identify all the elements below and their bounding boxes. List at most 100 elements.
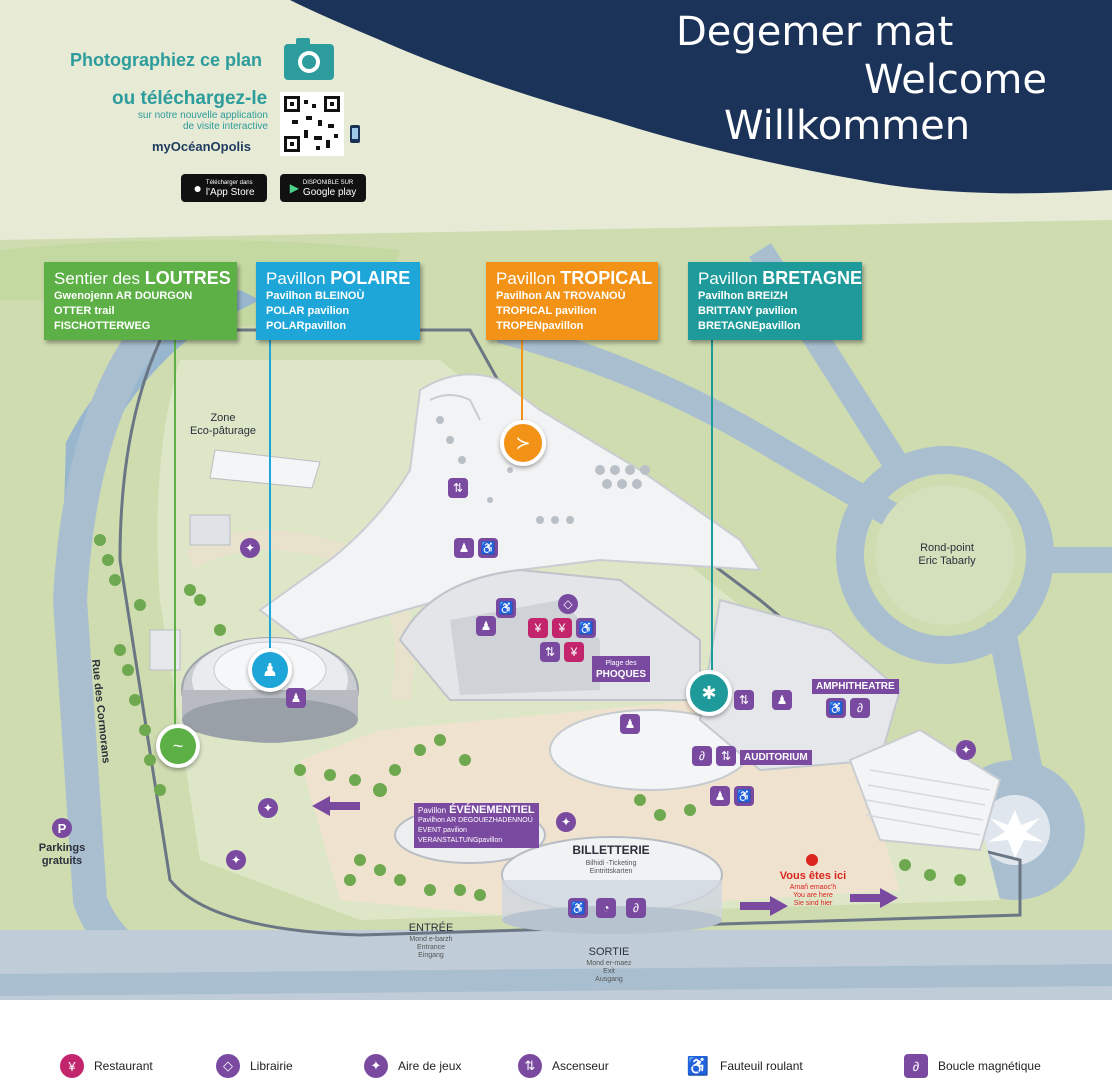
vous-etes-ici-sub: Amañ emaoc'h You are here Sie sind hier: [770, 884, 856, 908]
download-subtitle-line1: sur notre nouvelle application: [137, 110, 268, 121]
legend-label: Restaurant: [94, 1059, 153, 1073]
shark-icon[interactable]: ≻: [500, 420, 546, 466]
panel-title: Pavillon TROPICAL: [496, 268, 653, 288]
zone-label-line2: Eco-pâturage: [189, 425, 257, 437]
toilets-icon[interactable]: ♟: [710, 786, 730, 806]
toilets-icon[interactable]: ♟: [286, 688, 306, 708]
playground-icon[interactable]: ✦: [556, 812, 576, 832]
panel-line-german: TROPENpavillon: [496, 320, 584, 332]
toilets-icon[interactable]: ♟: [454, 538, 474, 558]
entree-sub: Mond e-barzh Entrance Eingang: [396, 936, 466, 960]
amphitheatre-tag[interactable]: AMPHITHEATRE: [812, 679, 899, 694]
toilets-icon[interactable]: ♟: [620, 714, 640, 734]
download-title: ou téléchargez-le: [112, 88, 268, 109]
panel-pavillon-polaire[interactable]: Pavillon POLAIRE Pavilhon BLEINOÙ POLAR …: [256, 262, 420, 340]
legend-fauteuil-roulant: ♿ Fauteuil roulant: [686, 1054, 803, 1078]
rond-point-line1: Rond-point: [920, 542, 974, 554]
download-subtitle-line2: de visite interactive: [182, 121, 268, 132]
toilets-icon[interactable]: ♟: [772, 690, 792, 710]
panel-line-english: BRITTANY pavilion: [698, 305, 798, 317]
direction-arrow-right: [740, 894, 788, 918]
camera-icon: [284, 44, 336, 84]
auditorium-tag[interactable]: AUDITORIUM: [740, 750, 812, 765]
welcome-breton: Degemer mat: [676, 9, 954, 55]
panel-title: Pavillon POLAIRE: [266, 268, 411, 288]
wheelchair-icon[interactable]: ♿: [826, 698, 846, 718]
billetterie-line1: Bilhidi -Ticketing: [585, 860, 637, 867]
evenementiel-line-german: VERANSTALTUNGpavillon: [418, 837, 503, 844]
zone-eco-paturage-label: Zone Eco-pâturage: [180, 412, 266, 438]
elevator-icon: ⇅: [518, 1054, 542, 1078]
google-play-badge[interactable]: ▶ DISPONIBLE SUR Google play: [280, 174, 366, 202]
sortie-line1: Mond er-maez: [586, 960, 632, 967]
panel-line-german: FISCHOTTERWEG: [54, 320, 151, 332]
elevator-icon[interactable]: ⇅: [734, 690, 754, 710]
penguin-icon[interactable]: ♟: [248, 648, 292, 692]
panel-line-english: POLAR pavilion: [266, 305, 350, 317]
evenementiel-tag[interactable]: Pavillon ÉVÉNEMENTIEL Pavilhon AR DEGOUE…: [414, 803, 539, 848]
apple-icon: ●: [193, 180, 202, 196]
google-play-label: Google play: [302, 187, 357, 198]
wheelchair-icon[interactable]: ♿: [568, 898, 588, 918]
fork-knife-icon[interactable]: ¥: [552, 618, 572, 638]
parkings-gratuits-label: Parkings gratuits: [24, 842, 100, 868]
evenementiel-title: Pavillon ÉVÉNEMENTIEL: [418, 804, 535, 816]
crab-icon[interactable]: ✱: [686, 670, 732, 716]
fork-knife-icon[interactable]: ¥: [528, 618, 548, 638]
stroller-icon[interactable]: ◔: [596, 898, 616, 918]
elevator-icon[interactable]: ⇅: [540, 642, 560, 662]
playground-icon[interactable]: ✦: [240, 538, 260, 558]
panel-line-english: OTTER trail: [54, 305, 115, 317]
elevator-icon[interactable]: ⇅: [448, 478, 468, 498]
legend-label: Boucle magnétique: [938, 1059, 1041, 1073]
playground-icon[interactable]: ✦: [258, 798, 278, 818]
welcome-german: Willkommen: [724, 103, 971, 149]
welcome-english: Welcome: [864, 57, 1047, 103]
hearing-loop-icon[interactable]: ∂: [626, 898, 646, 918]
panel-pavillon-bretagne[interactable]: Pavillon BRETAGNE Pavilhon BREIZH BRITTA…: [688, 262, 862, 340]
evenementiel-line-english: EVENT pavilion: [418, 827, 467, 834]
evenementiel-line-breton: Pavilhon AR DEGOUEZHADENNOÙ: [418, 817, 533, 824]
panel-pavillon-tropical[interactable]: Pavillon TROPICAL Pavilhon AN TROVANOÙ T…: [486, 262, 658, 340]
playground-icon: ✦: [364, 1054, 388, 1078]
vous-line1: Amañ emaoc'h: [789, 884, 837, 891]
entree-line1: Mond e-barzh: [409, 936, 453, 943]
billetterie-label: BILLETTERIE: [572, 843, 650, 857]
fork-knife-icon[interactable]: ¥: [564, 642, 584, 662]
plage-des-phoques-tag[interactable]: Plage des PHOQUES: [592, 656, 651, 682]
photo-plan-title: Photographiez ce plan: [70, 50, 263, 70]
zone-label-line1: Zone: [210, 412, 236, 424]
hearing-loop-icon[interactable]: ∂: [692, 746, 712, 766]
download-subtitle: sur notre nouvelle application de visite…: [100, 110, 268, 132]
playground-icon[interactable]: ✦: [226, 850, 246, 870]
legend-restaurant: ¥ Restaurant: [60, 1054, 153, 1078]
elevator-icon[interactable]: ⇅: [716, 746, 736, 766]
book-icon[interactable]: ◇: [558, 594, 578, 614]
qr-code[interactable]: [280, 92, 344, 156]
app-store-label: l'App Store: [205, 187, 255, 198]
toilets-icon[interactable]: ♟: [476, 616, 496, 636]
wheelchair-icon[interactable]: ♿: [576, 618, 596, 638]
direction-arrow-right: [850, 886, 898, 910]
entree-label: ENTRÉE: [408, 922, 454, 934]
sortie-label: SORTIE: [588, 946, 630, 958]
wheelchair-icon[interactable]: ♿: [734, 786, 754, 806]
legend-ascenseur: ⇅ Ascenseur: [518, 1054, 609, 1078]
legend-librairie: ◇ Librairie: [216, 1054, 293, 1078]
legend-label: Fauteuil roulant: [720, 1059, 803, 1073]
hearing-loop-icon[interactable]: ∂: [850, 698, 870, 718]
billetterie-sub: Bilhidi -Ticketing Eintrittskarten: [556, 860, 666, 876]
wheelchair-icon[interactable]: ♿: [478, 538, 498, 558]
wheelchair-icon[interactable]: ♿: [496, 598, 516, 618]
otter-icon[interactable]: ~: [156, 724, 200, 768]
app-store-small: Télécharger dans: [205, 180, 253, 186]
you-are-here-marker: [806, 854, 818, 866]
sortie-line2: Exit: [603, 968, 615, 975]
legend-label: Ascenseur: [552, 1059, 609, 1073]
sortie-sub: Mond er-maez Exit Ausgang: [574, 960, 644, 984]
app-store-badge[interactable]: ● Télécharger dans l'App Store: [181, 174, 267, 202]
panel-sentier-loutres[interactable]: Sentier des LOUTRES Gwenojenn AR DOURGON…: [44, 262, 237, 340]
parking-icon[interactable]: P: [52, 818, 72, 838]
playground-icon[interactable]: ✦: [956, 740, 976, 760]
